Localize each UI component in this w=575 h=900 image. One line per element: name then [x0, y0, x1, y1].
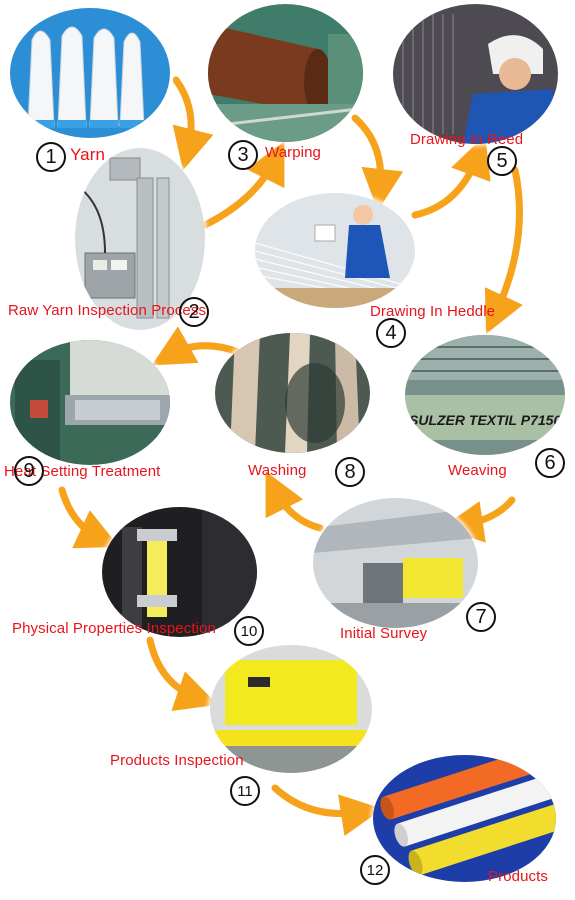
step-6-number: 6 — [535, 448, 565, 478]
drawing-in-heddle-photo — [255, 193, 415, 308]
arrow-6-to-7 — [441, 496, 516, 543]
initial-survey-photo — [313, 498, 478, 628]
step-12-label: Products — [488, 868, 548, 885]
step-10-number: 10 — [234, 616, 264, 646]
products-photo — [373, 755, 556, 882]
arrow-1-to-2 — [172, 76, 214, 171]
arrow-7-to-8 — [265, 471, 324, 532]
step-1-label: Yarn — [70, 145, 106, 164]
arrow-9-to-10 — [58, 486, 120, 549]
arrow-10-to-11 — [146, 636, 218, 712]
step-4-number: 4 — [376, 318, 406, 348]
warping-photo — [208, 4, 363, 142]
step-5-label: Drawing In Reed — [410, 131, 524, 148]
arrow-8-to-9 — [151, 326, 242, 366]
step-5-number: 5 — [487, 146, 517, 176]
drawing-in-reed-photo — [393, 4, 558, 144]
step-7-number: 7 — [466, 602, 496, 632]
step-4-label: Drawing In Heddle — [370, 303, 496, 320]
step-1-number: 1 — [36, 142, 66, 172]
step-11-label: Products Inspection — [110, 752, 244, 769]
step-3-label: Warping — [265, 144, 321, 161]
step-10-label: Physical Properties Inspection — [12, 620, 216, 637]
arrow-11-to-12 — [271, 784, 383, 836]
washing-photo — [215, 333, 370, 453]
step-9-number: 9 — [14, 456, 44, 486]
yarn-photo — [10, 8, 170, 138]
step-8-label: Washing — [248, 462, 307, 479]
step-3-number: 3 — [228, 140, 258, 170]
arrow-4-to-5 — [411, 135, 491, 219]
step-2-label: Raw Yarn Inspection Process — [8, 302, 207, 319]
step-6-label: Weaving — [448, 462, 507, 479]
arrow-3-to-4 — [351, 114, 404, 211]
heat-setting-photo — [10, 340, 170, 465]
step-11-number: 11 — [230, 776, 260, 806]
products-inspection-photo — [210, 645, 372, 773]
physical-properties-photo — [102, 507, 257, 637]
weaving-machine-text: SULZER TEXTIL P7150 — [409, 412, 561, 428]
step-2-number: 2 — [179, 297, 209, 327]
weaving-photo: SULZER TEXTIL P7150 — [405, 335, 565, 455]
step-7-label: Initial Survey — [340, 625, 428, 642]
arrow-5-to-6 — [484, 166, 523, 335]
step-8-number: 8 — [335, 457, 365, 487]
step-12-number: 12 — [360, 855, 390, 885]
arrow-2-to-3 — [201, 141, 285, 229]
